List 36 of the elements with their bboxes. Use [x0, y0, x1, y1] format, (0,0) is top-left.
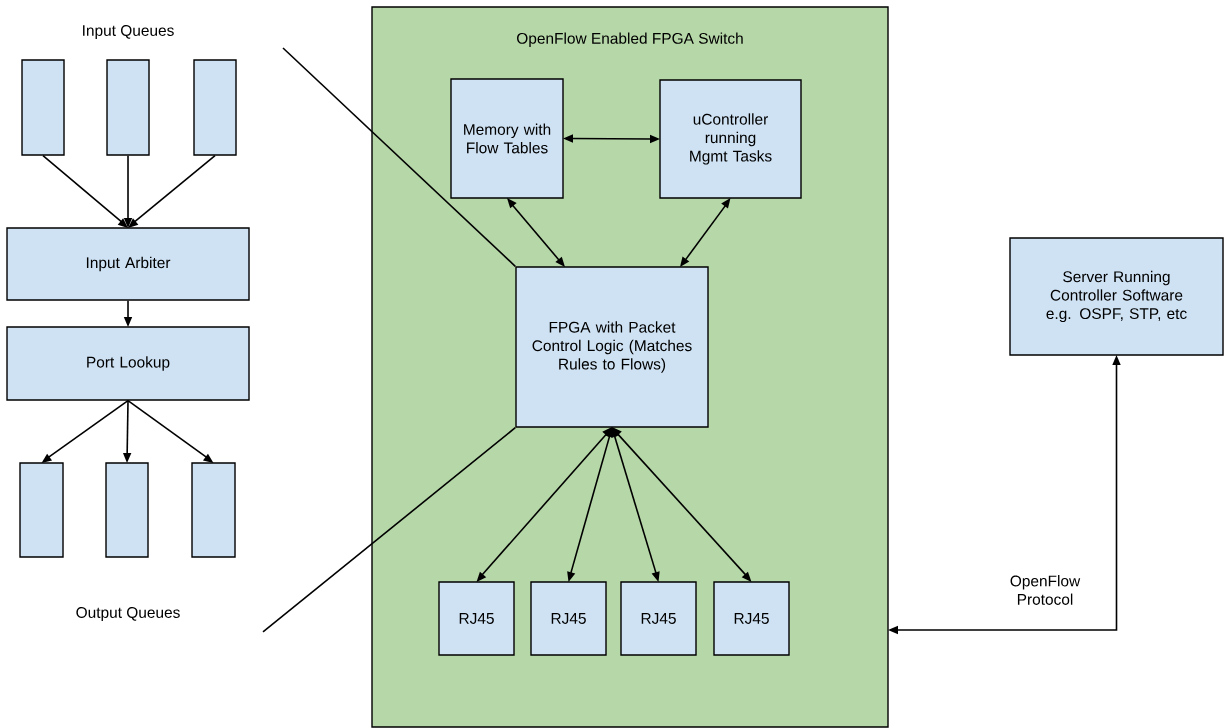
- queue-box: [106, 59, 150, 156]
- queue-box: [19, 462, 64, 558]
- arrow: [123, 154, 133, 228]
- memory-box: Memory with Flow Tables: [450, 78, 564, 199]
- queue-box: [191, 462, 236, 558]
- arrow: [507, 198, 565, 267]
- port-box: RJ45: [438, 581, 515, 656]
- port-box: RJ45: [530, 581, 607, 656]
- arrow: [122, 399, 132, 463]
- arrow: [128, 154, 216, 228]
- group-label: Input Queues: [83, 25, 174, 39]
- arrow: [563, 134, 660, 144]
- arrow: [476, 427, 612, 582]
- process-box: Port Lookup: [6, 326, 250, 401]
- arrow: [610, 427, 660, 582]
- queue-box: [21, 59, 65, 156]
- logic-box: FPGA with Packet Control Logic (Matches Rules to Flows): [515, 266, 709, 428]
- arrow: [612, 427, 752, 582]
- queue-box: [193, 59, 237, 156]
- group-label: Output Queues: [76, 607, 180, 621]
- port-box: RJ45: [620, 581, 697, 656]
- queue-box: [105, 462, 149, 558]
- server-box: Server Running Controller Software e.g. OSPF, STP, etc: [1009, 237, 1224, 356]
- zoom-line: [282, 47, 517, 268]
- zoom-line: [262, 426, 517, 633]
- arrow: [123, 299, 133, 327]
- arrow: [41, 399, 129, 463]
- arrow: [680, 198, 731, 267]
- process-box: Input Arbiter: [6, 227, 250, 301]
- arrow: [567, 427, 614, 582]
- arrow: [42, 154, 128, 228]
- arrow: [127, 399, 214, 463]
- arrow: [888, 355, 1121, 635]
- controller-box: uController running Mgmt Tasks: [659, 79, 802, 199]
- edge-label: OpenFlow Protocol: [1010, 575, 1081, 605]
- port-box: RJ45: [713, 581, 790, 656]
